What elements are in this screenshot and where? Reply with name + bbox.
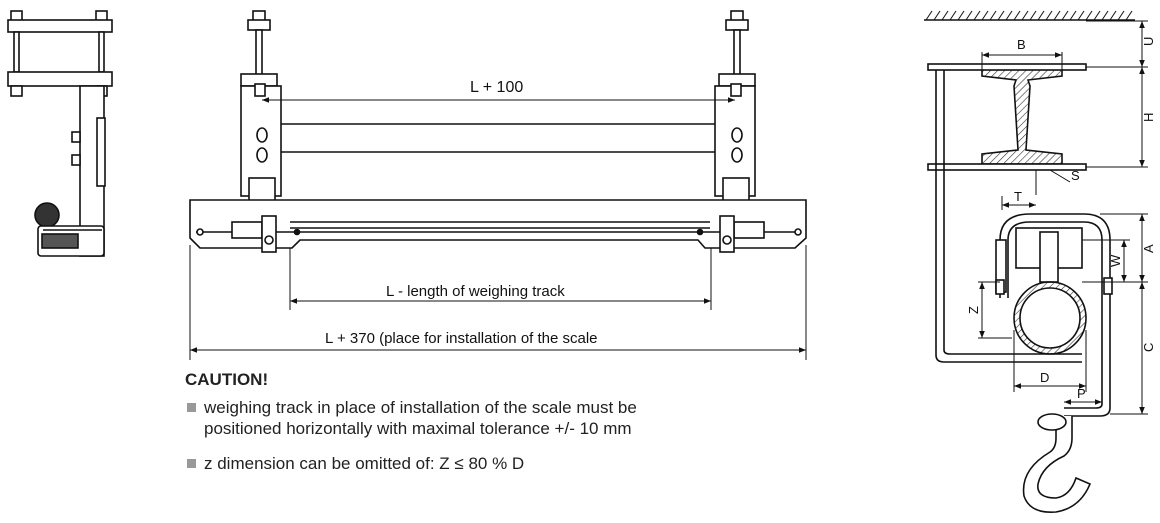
- front-dimensions: [189, 97, 807, 360]
- dim-label-P: P: [1077, 386, 1086, 401]
- dim-label-H: H: [1141, 113, 1156, 122]
- caution-item-line: z dimension can be omitted of: Z ≤ 80 % …: [204, 454, 525, 473]
- caution-item-line: weighing track in place of installation …: [204, 398, 637, 417]
- caution-list: weighing track in place of installation …: [180, 397, 880, 474]
- dim-label-l-plus-100: L + 100: [470, 79, 523, 96]
- cross-dimensions: [978, 20, 1148, 415]
- dim-label-l-plus-370: L + 370 (place for installation of the s…: [325, 330, 598, 347]
- front-view: [189, 10, 807, 253]
- dim-label-T: T: [1014, 189, 1022, 204]
- caution-title: CAUTION!: [185, 370, 269, 389]
- dim-label-C: C: [1141, 343, 1156, 352]
- bullet-square-icon: [187, 403, 196, 412]
- caution-note: CAUTION! weighing track in place of inst…: [180, 370, 880, 488]
- dim-label-A: A: [1141, 244, 1156, 253]
- caution-item-line: positioned horizontally with maximal tol…: [204, 419, 632, 438]
- dim-label-l-track: L - length of weighing track: [386, 283, 565, 300]
- dim-label-B: B: [1017, 37, 1026, 52]
- dim-label-U: U: [1141, 37, 1156, 46]
- dim-label-D: D: [1040, 370, 1049, 385]
- caution-item: weighing track in place of installation …: [180, 397, 880, 439]
- cross-section: [924, 10, 1135, 513]
- dim-label-W: W: [1108, 254, 1123, 267]
- caution-item: z dimension can be omitted of: Z ≤ 80 % …: [180, 453, 880, 474]
- side-view: [7, 10, 113, 257]
- dim-label-S: S: [1071, 168, 1080, 183]
- dim-label-Z: Z: [966, 306, 981, 314]
- bullet-square-icon: [187, 459, 196, 468]
